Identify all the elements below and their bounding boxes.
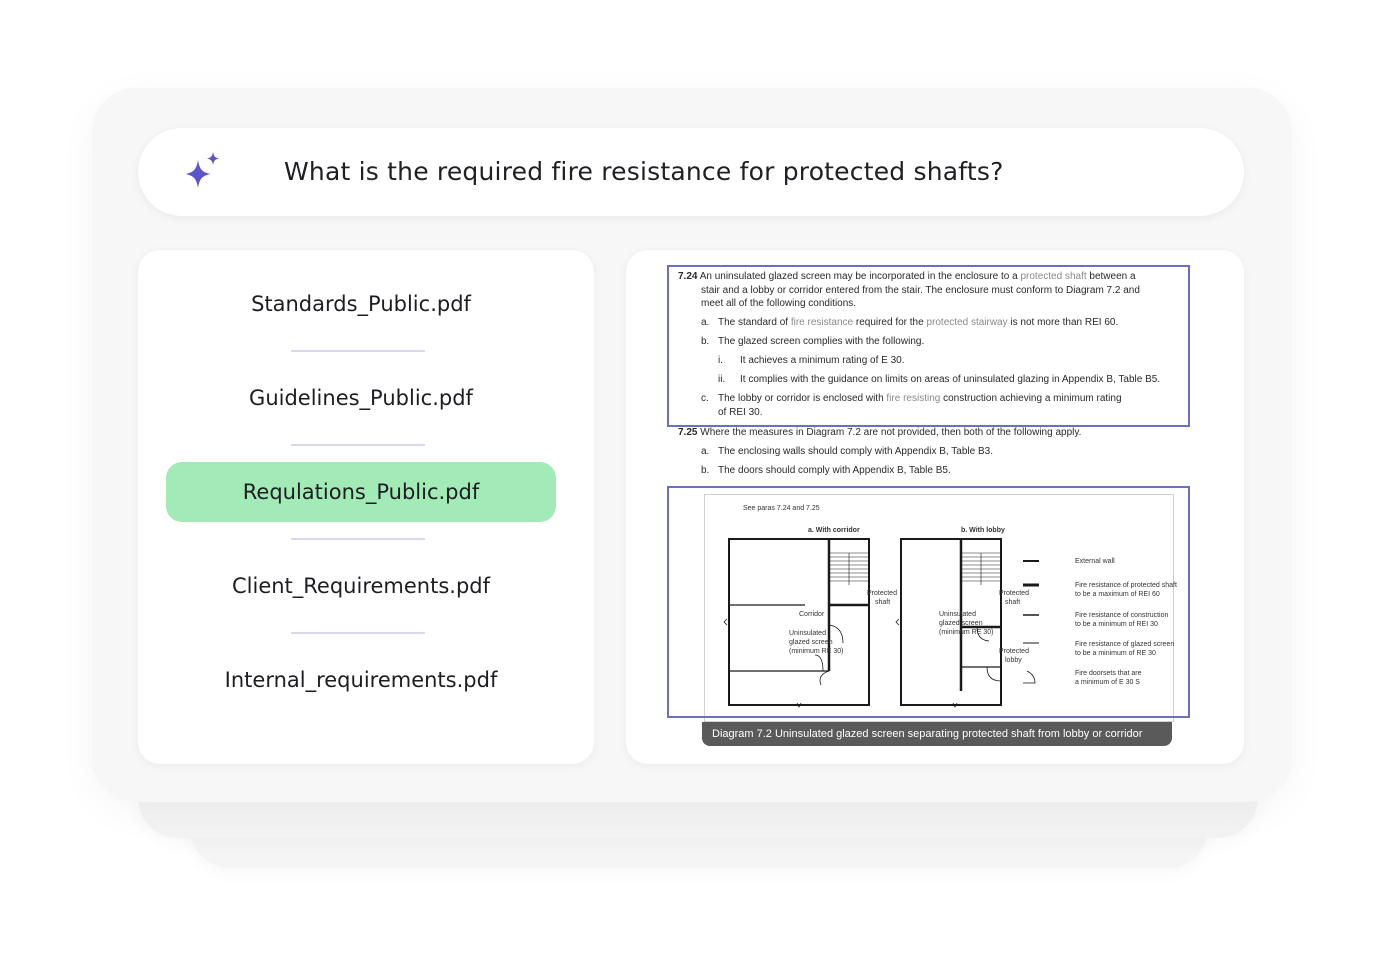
clause-724-line-3: meet all of the following conditions.: [701, 298, 857, 309]
legend-item: a minimum of E 30 S: [1075, 679, 1140, 686]
diagram-label: (minimum RE 30): [939, 629, 994, 636]
legend-item: Fire resistance of protected shaft: [1075, 582, 1177, 589]
clause-text: required for the: [855, 317, 924, 328]
file-item-client-requirements[interactable]: Client_Requirements.pdf: [231, 574, 491, 598]
diagram-label: Uninsulated: [789, 630, 826, 637]
legend-item: to be a maximum of REI 60: [1075, 591, 1160, 598]
clause-text: between a: [1089, 271, 1136, 282]
clause-724-i-mark: i.: [718, 355, 723, 366]
defined-term: protected shaft: [1020, 271, 1087, 282]
query-bar[interactable]: What is the required fire resistance for…: [138, 128, 1244, 216]
clause-725: 7.25 Where the measures in Diagram 7.2 a…: [678, 426, 1178, 440]
diagram-label: shaft: [1005, 599, 1021, 606]
sparkle-icon: [185, 152, 219, 188]
legend-item: to be a minimum of REI 30: [1075, 621, 1158, 628]
legend-item: Fire doorsets that are: [1075, 670, 1142, 677]
file-list: Standards_Public.pdf Guidelines_Public.p…: [138, 250, 594, 764]
clause-724-i: It achieves a minimum rating of E 30.: [740, 355, 905, 366]
clause-724-line-2: stair and a lobby or corridor entered fr…: [701, 284, 1140, 296]
clause-724-b-mark: b.: [701, 336, 710, 347]
clause-text: An uninsulated glazed screen may be inco…: [699, 271, 1018, 282]
clause-724-ii-mark: ii.: [718, 374, 726, 385]
legend-item: External wall: [1075, 558, 1115, 565]
clause-number: 7.24: [678, 271, 698, 282]
defined-term: fire resisting: [886, 393, 941, 404]
clause-725-a: The enclosing walls should comply with A…: [718, 446, 993, 457]
clause-text: Where the measures in Diagram 7.2 are no…: [700, 427, 1082, 438]
clause-725-a-mark: a.: [701, 446, 710, 457]
clause-724-line-1: 7.24 An uninsulated glazed screen may be…: [678, 270, 1173, 284]
clause-724-c: The lobby or corridor is enclosed with f…: [718, 392, 1178, 406]
document-preview[interactable]: 7.24 An uninsulated glazed screen may be…: [626, 250, 1244, 764]
diagram-floor-plans: [723, 538, 1039, 708]
clause-724-a: The standard of fire resistance required…: [718, 316, 1178, 330]
file-separator: [291, 350, 425, 352]
diagram-see-note: See paras 7.24 and 7.25: [743, 505, 820, 512]
clause-724-b: The glazed screen complies with the foll…: [718, 336, 925, 347]
query-text: What is the required fire resistance for…: [284, 157, 1004, 186]
file-separator: [291, 538, 425, 540]
diagram-label: Corridor: [799, 611, 825, 618]
diagram-label: Uninsulated: [939, 611, 976, 618]
clause-number: 7.25: [678, 427, 698, 438]
clause-724-ii: It complies with the guidance on limits …: [740, 374, 1161, 385]
file-item-internal-requirements[interactable]: Internal_requirements.pdf: [224, 668, 498, 692]
file-item-regulations[interactable]: Requlations_Public.pdf: [166, 462, 556, 522]
legend-item: to be a minimum of RE 30: [1075, 650, 1156, 657]
clause-725-b-mark: b.: [701, 465, 710, 476]
file-separator: [291, 632, 425, 634]
clause-724-c-mark: c.: [701, 393, 709, 404]
clause-724-a-mark: a.: [701, 317, 710, 328]
diagram-label: shaft: [875, 599, 891, 606]
clause-text: The standard of: [718, 317, 789, 328]
diagram-label: glazed screen: [939, 620, 983, 627]
diagram-7-2: See paras 7.24 and 7.25 a. With corridor…: [704, 494, 1177, 722]
diagram-title-b: b. With lobby: [961, 527, 1005, 534]
clause-724-c-line-2: of REI 30.: [718, 406, 763, 418]
defined-term: fire resistance: [790, 317, 854, 328]
clause-725-b: The doors should comply with Appendix B,…: [718, 465, 951, 476]
diagram-label: Protected: [867, 590, 897, 597]
defined-term: protected stairway: [926, 317, 1008, 328]
diagram-caption: Diagram 7.2 Uninsulated glazed screen se…: [702, 722, 1172, 746]
diagram-title-a: a. With corridor: [808, 527, 860, 534]
diagram-label: (minimum RE 30): [789, 648, 844, 655]
clause-text: The lobby or corridor is enclosed with: [718, 393, 884, 404]
file-separator: [291, 444, 425, 446]
highlight-box-clause-724: [667, 265, 1190, 427]
file-item-guidelines[interactable]: Guidelines_Public.pdf: [249, 386, 473, 410]
file-item-standards[interactable]: Standards_Public.pdf: [251, 292, 471, 316]
diagram-label: Protected: [999, 648, 1029, 655]
diagram-label: Protected: [999, 590, 1029, 597]
clause-text: is not more than REI 60.: [1010, 317, 1119, 328]
diagram-label: lobby: [1005, 657, 1022, 664]
clause-text: construction achieving a minimum rating: [943, 393, 1122, 404]
diagram-label: glazed screen: [789, 639, 833, 646]
highlight-box-diagram: [667, 486, 1190, 718]
legend-item: Fire resistance of construction: [1075, 612, 1169, 619]
legend-item: Fire resistance of glazed screen: [1075, 641, 1175, 648]
